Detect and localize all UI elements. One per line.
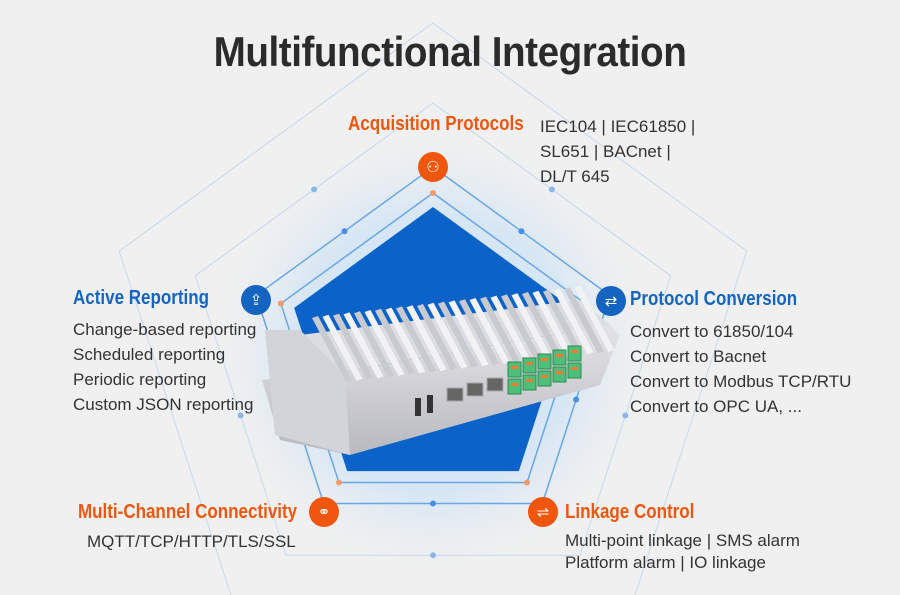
reporting-text: Change-based reporting Scheduled reporti… xyxy=(73,317,256,417)
pentagon-ring xyxy=(118,22,748,595)
heatsink-fin xyxy=(343,312,384,379)
acquisition-text: IEC104 | IEC61850 | SL651 | BACnet | DL/… xyxy=(540,114,695,189)
text-line: Change-based reporting xyxy=(73,320,257,339)
heatsink-fin xyxy=(322,314,363,381)
terminal-block xyxy=(552,366,567,383)
terminal-block xyxy=(537,370,552,387)
heatsink-fin xyxy=(574,286,615,352)
ring-dot xyxy=(430,190,436,196)
terminal-block xyxy=(522,357,537,374)
heatsink-fin xyxy=(553,288,594,355)
heatsink-fin xyxy=(375,308,415,375)
text-line: Platform alarm | IO linkage xyxy=(565,553,766,572)
ring-dot xyxy=(335,479,342,486)
ring-dot xyxy=(548,186,555,193)
text-line: Scheduled reporting xyxy=(73,345,226,364)
heatsink-fin xyxy=(469,298,510,364)
heatsink-fin xyxy=(312,316,352,382)
sync-arrows-icon: ⇄ xyxy=(596,286,626,316)
terminal-block xyxy=(522,374,537,391)
page-title: Multifunctional Integration xyxy=(213,28,687,75)
ring-dot xyxy=(518,228,525,235)
heatsink-fin xyxy=(354,311,394,378)
linkage-text: Multi-point linkage | SMS alarm Platform… xyxy=(565,530,800,574)
reporting-heading: Active Reporting xyxy=(73,287,210,309)
text-line: DL/T 645 xyxy=(540,167,610,186)
conversion-heading: Protocol Conversion xyxy=(630,288,798,310)
ring-dot xyxy=(573,396,580,403)
terminal-block xyxy=(567,362,582,379)
circuit-chip-icon: ⚇ xyxy=(418,152,448,182)
linkage-heading: Linkage Control xyxy=(565,501,695,523)
connectivity-text: MQTT/TCP/HTTP/TLS/SSL xyxy=(87,529,296,554)
text-line: Convert to OPC UA, ... xyxy=(630,397,802,416)
text-line: SL651 | BACnet | xyxy=(540,142,671,161)
heatsink-fin xyxy=(532,290,573,357)
conversion-text: Convert to 61850/104 Convert to Bacnet C… xyxy=(630,319,851,419)
acquisition-heading: Acquisition Protocols xyxy=(348,113,524,135)
text-line: Multi-point linkage | SMS alarm xyxy=(565,531,800,550)
gateway-device-image xyxy=(262,286,620,455)
heatsink-fin xyxy=(522,292,562,358)
heatsink-fin xyxy=(427,302,468,369)
ring-dot xyxy=(430,500,436,507)
terminal-block xyxy=(507,361,522,378)
heatsink-fin xyxy=(564,287,604,354)
heatsink-fin xyxy=(385,307,426,374)
heatsink-fin xyxy=(490,295,531,362)
text-line: MQTT/TCP/HTTP/TLS/SSL xyxy=(87,532,296,551)
connectivity-heading: Multi-Channel Connectivity xyxy=(78,501,298,523)
text-line: Convert to Bacnet xyxy=(630,347,767,366)
text-line: IEC104 | IEC61850 | xyxy=(540,117,696,136)
text-line: Convert to Modbus TCP/RTU xyxy=(630,372,852,391)
heatsink-fin xyxy=(448,300,489,367)
terminal-block xyxy=(507,378,522,395)
heatsink-fin xyxy=(511,293,552,360)
text-line: Custom JSON reporting xyxy=(73,395,254,414)
linkage-switch-icon: ⇌ xyxy=(528,497,558,527)
ring-dot xyxy=(277,300,284,307)
heatsink-fin xyxy=(406,305,447,372)
ring-dot xyxy=(524,479,531,486)
heatsink-fin xyxy=(417,304,457,370)
text-line: Convert to 61850/104 xyxy=(630,322,794,341)
heatsink-fin xyxy=(333,313,373,380)
terminal-block xyxy=(567,345,582,362)
terminal-block xyxy=(537,353,552,370)
text-line: Periodic reporting xyxy=(73,370,207,389)
pentagon-ring xyxy=(279,192,587,484)
heatsink-fin xyxy=(501,294,541,361)
ring-dot xyxy=(237,412,244,419)
heatsink-fin xyxy=(364,310,405,376)
heatsink-fin xyxy=(480,296,520,363)
heatsink-fin xyxy=(438,301,478,368)
ring-dot xyxy=(622,412,629,419)
heatsink-fin xyxy=(543,289,583,356)
ring-dot xyxy=(311,186,318,193)
ring-dot xyxy=(341,228,348,235)
ring-dot xyxy=(430,552,436,559)
terminal-block xyxy=(552,349,567,366)
link-icon: ⚭ xyxy=(309,497,339,527)
heatsink-fin xyxy=(459,299,499,366)
upload-tray-icon: ⇪ xyxy=(241,285,271,315)
heatsink-fin xyxy=(396,306,436,373)
